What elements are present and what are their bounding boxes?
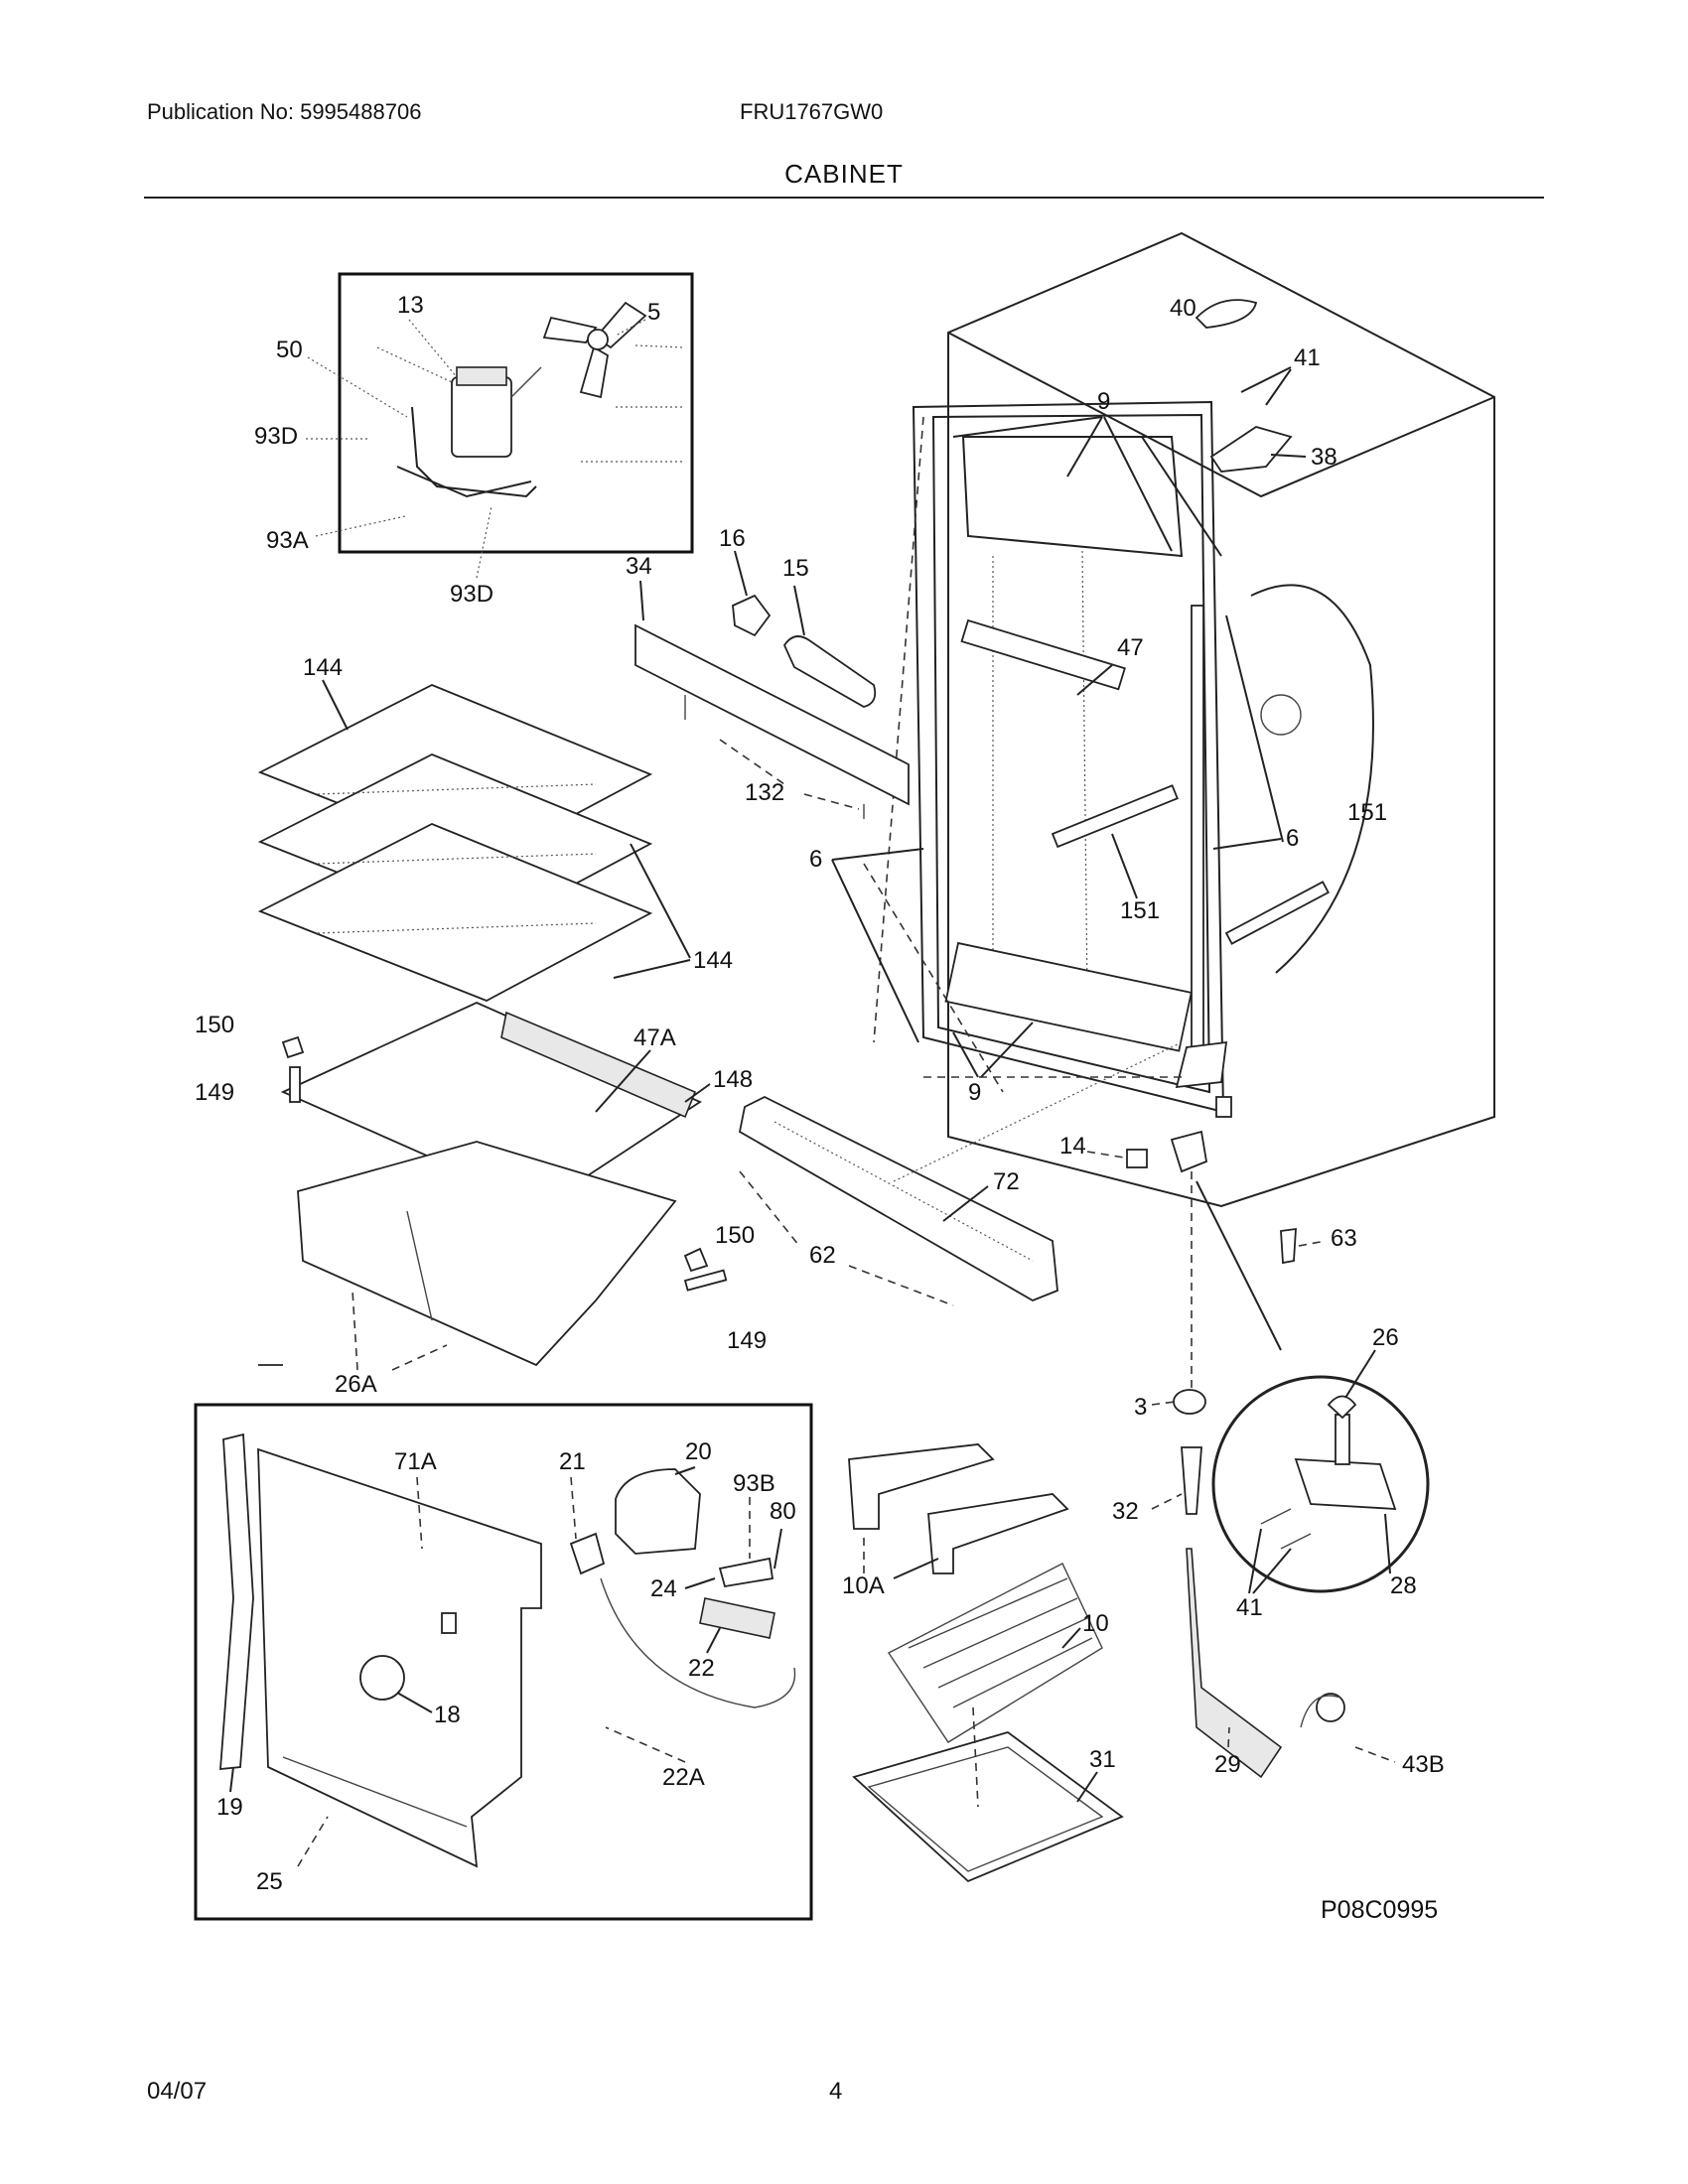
shelf-rail-part bbox=[289, 1066, 301, 1103]
publication-number: Publication No: 5995488706 bbox=[147, 99, 422, 124]
callout-151-center: 151 bbox=[1120, 897, 1160, 924]
callout-6-left: 6 bbox=[809, 846, 822, 873]
callout-10A: 10A bbox=[842, 1572, 885, 1599]
callout-24: 24 bbox=[650, 1575, 677, 1602]
callout-93D-upper: 93D bbox=[254, 423, 298, 450]
hinge-detail-parts bbox=[1260, 1395, 1397, 1550]
callout-93B: 93B bbox=[733, 1470, 775, 1497]
callout-144-lower: 144 bbox=[693, 947, 733, 974]
callout-14: 14 bbox=[1059, 1133, 1086, 1160]
callout-9-lower: 9 bbox=[968, 1079, 981, 1106]
defrost-heater-and-drain-pan bbox=[848, 1443, 1124, 1883]
crisper-cover-and-drawers bbox=[258, 1002, 702, 1367]
callout-150-left: 150 bbox=[195, 1012, 234, 1038]
callout-80: 80 bbox=[770, 1498, 796, 1525]
callout-72: 72 bbox=[993, 1168, 1020, 1195]
callout-40: 40 bbox=[1170, 295, 1196, 322]
callout-93A: 93A bbox=[266, 527, 309, 554]
toe-grille bbox=[738, 1095, 1058, 1301]
callout-41-upper: 41 bbox=[1294, 344, 1321, 371]
callout-21: 21 bbox=[559, 1448, 586, 1475]
callout-3: 3 bbox=[1134, 1394, 1147, 1421]
hinge-cover-part bbox=[1195, 299, 1258, 329]
callout-13: 13 bbox=[397, 292, 424, 319]
fan-motor-assembly bbox=[376, 301, 686, 498]
callout-144-upper: 144 bbox=[303, 654, 343, 681]
wire-shelves bbox=[257, 684, 653, 1002]
light-fixture-parts bbox=[634, 594, 910, 819]
callout-20: 20 bbox=[685, 1438, 712, 1465]
cabinet-body bbox=[912, 231, 1495, 1208]
callout-41-lower: 41 bbox=[1236, 1594, 1263, 1621]
callout-148: 148 bbox=[713, 1066, 753, 1093]
callout-32: 32 bbox=[1112, 1498, 1139, 1525]
callout-25: 25 bbox=[256, 1868, 283, 1895]
callout-151-right: 151 bbox=[1347, 799, 1387, 826]
callout-19: 19 bbox=[216, 1794, 243, 1821]
callout-18: 18 bbox=[434, 1702, 461, 1728]
header-rule bbox=[144, 197, 1544, 199]
callout-22A: 22A bbox=[662, 1764, 705, 1791]
diagram-id: P08C0995 bbox=[1321, 1896, 1439, 1924]
publication-date: 04/07 bbox=[147, 2078, 208, 2105]
callout-132: 132 bbox=[745, 779, 784, 806]
callout-43B: 43B bbox=[1402, 1751, 1445, 1778]
callout-34: 34 bbox=[626, 553, 652, 580]
callout-31: 31 bbox=[1089, 1746, 1116, 1773]
callout-22: 22 bbox=[688, 1655, 715, 1682]
model-number: FRU1767GW0 bbox=[740, 99, 884, 124]
callout-47A: 47A bbox=[633, 1024, 676, 1051]
fan-motor-inset-box bbox=[338, 272, 694, 554]
callout-47: 47 bbox=[1117, 634, 1144, 661]
shelf-support-part-right bbox=[683, 1247, 709, 1273]
callout-149-right: 149 bbox=[727, 1327, 767, 1354]
callout-5: 5 bbox=[647, 299, 660, 326]
callout-10: 10 bbox=[1082, 1610, 1109, 1637]
rear-panel-assembly bbox=[219, 1433, 796, 1868]
shelf-support-part bbox=[281, 1035, 305, 1059]
callout-62: 62 bbox=[809, 1242, 836, 1269]
callout-150-right: 150 bbox=[715, 1222, 755, 1249]
section-title: CABINET bbox=[784, 159, 904, 189]
shelf-rail-part-right bbox=[683, 1269, 728, 1292]
callout-9-upper: 9 bbox=[1097, 388, 1110, 415]
callout-28: 28 bbox=[1390, 1572, 1417, 1599]
callout-15: 15 bbox=[782, 555, 809, 582]
callout-63: 63 bbox=[1331, 1225, 1357, 1252]
callout-29: 29 bbox=[1214, 1751, 1241, 1778]
hinge-detail-inset bbox=[1211, 1375, 1430, 1593]
callout-16: 16 bbox=[719, 525, 746, 552]
top-hinge-part bbox=[1209, 426, 1293, 473]
callout-6-right: 6 bbox=[1286, 825, 1299, 852]
callout-50: 50 bbox=[276, 337, 303, 363]
callout-149-left: 149 bbox=[195, 1079, 234, 1106]
callout-38: 38 bbox=[1311, 444, 1337, 471]
callout-26: 26 bbox=[1372, 1324, 1399, 1351]
callout-93D-lower: 93D bbox=[450, 581, 493, 608]
rear-panel-inset-box bbox=[194, 1403, 813, 1921]
lower-hinge-parts bbox=[1126, 1130, 1345, 1779]
callout-71A: 71A bbox=[394, 1448, 437, 1475]
page-number: 4 bbox=[829, 2078, 843, 2105]
callout-26A: 26A bbox=[335, 1371, 377, 1398]
